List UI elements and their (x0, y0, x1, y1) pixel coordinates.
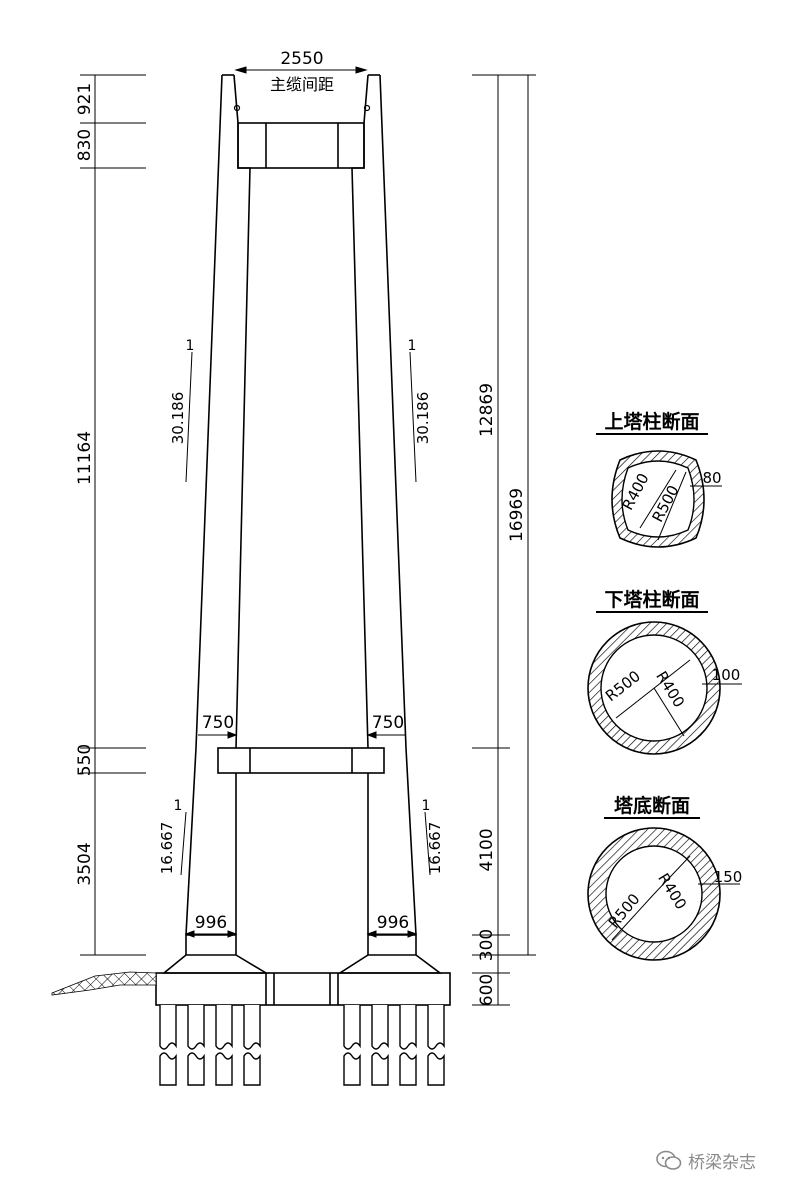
upper-left-slope-rise: 1 (186, 338, 195, 354)
pile-cap (155, 972, 451, 1006)
right-leg-inner-upper-line (351, 74, 369, 749)
upper-column-section: 上塔柱断面 R400 R500 80 (596, 410, 722, 548)
left-anchor-hole (233, 104, 241, 112)
right-anchor-hole (363, 104, 371, 112)
right-dim-300: 300 (477, 929, 497, 961)
lower-column-section: 下塔柱断面 R500 R400 100 (587, 588, 742, 755)
base-section-title: 塔底断面 (614, 794, 690, 817)
left-pedestal (161, 954, 269, 974)
right-dim-600: 600 (477, 974, 497, 1006)
beam-width-dimensions (198, 731, 406, 739)
upper-right-slope-rise: 1 (408, 338, 417, 354)
left-dim-11164: 11164 (75, 431, 95, 485)
base-width-left: 996 (195, 913, 227, 933)
pile-group (159, 1005, 445, 1086)
base-width-dimensions (184, 930, 418, 938)
right-leg-outer-line (379, 74, 417, 936)
left-dim-3504: 3504 (75, 842, 95, 885)
pile-lower (243, 1052, 261, 1086)
lower-cross-beam (217, 747, 385, 774)
lower-left-slope-run: 16.667 (158, 822, 176, 875)
beam-width-right: 750 (372, 713, 404, 733)
pile-upper (371, 1005, 389, 1050)
pile-lower (187, 1052, 205, 1086)
left-dimension-chain (80, 74, 146, 956)
right-dim-12869: 12869 (477, 383, 497, 437)
pile-upper (187, 1005, 205, 1050)
cable-spacing-dimension (234, 66, 368, 74)
left-dim-830: 830 (75, 129, 95, 161)
lower-right-slope-rise: 1 (422, 798, 431, 814)
pile-lower (399, 1052, 417, 1086)
beam-width-left: 750 (202, 713, 234, 733)
upper-left-slope-run: 30.186 (169, 392, 187, 445)
pile-upper (343, 1005, 361, 1050)
lower-left-slope-rise: 1 (174, 798, 183, 814)
pile-lower (371, 1052, 389, 1086)
lower-wall: 100 (712, 666, 741, 684)
cable-spacing-label: 主缆间距 (270, 75, 334, 94)
lower-section-title: 下塔柱断面 (604, 588, 699, 611)
left-dim-550: 550 (75, 744, 95, 776)
right-dimension-chain (472, 74, 536, 1006)
left-dim-921: 921 (75, 83, 95, 115)
ground-hatch (51, 971, 157, 996)
watermark-text: 桥梁杂志 (688, 1153, 756, 1173)
pile-upper (215, 1005, 233, 1050)
wechat-icon (656, 1150, 682, 1170)
pile-lower (159, 1052, 177, 1086)
left-leg-inner-upper-line (233, 74, 251, 749)
right-pedestal (337, 954, 443, 974)
pile-lower (427, 1052, 445, 1086)
base-wall: 150 (714, 868, 743, 886)
left-leg-outer-line (185, 74, 223, 936)
base-width-right: 996 (377, 913, 409, 933)
slope-indicators (180, 351, 431, 876)
pile-upper (399, 1005, 417, 1050)
upper-wall: 80 (702, 469, 721, 487)
cable-spacing-value: 2550 (280, 49, 323, 69)
pile-upper (159, 1005, 177, 1050)
watermark: 桥梁杂志 (656, 1148, 756, 1173)
upper-section-title: 上塔柱断面 (604, 410, 699, 433)
tower-structure (155, 74, 451, 1006)
upper-right-slope-run: 30.186 (414, 392, 432, 445)
pile-lower (215, 1052, 233, 1086)
pile-upper (243, 1005, 261, 1050)
tower-base-section: 塔底断面 R500 R400 150 (587, 794, 743, 961)
pile-lower (343, 1052, 361, 1086)
upper-cross-beam (237, 122, 365, 169)
lower-right-slope-run: 16.667 (426, 822, 444, 875)
right-dim-16969: 16969 (507, 488, 527, 542)
pile-upper (427, 1005, 445, 1050)
right-dim-4100: 4100 (477, 828, 497, 871)
